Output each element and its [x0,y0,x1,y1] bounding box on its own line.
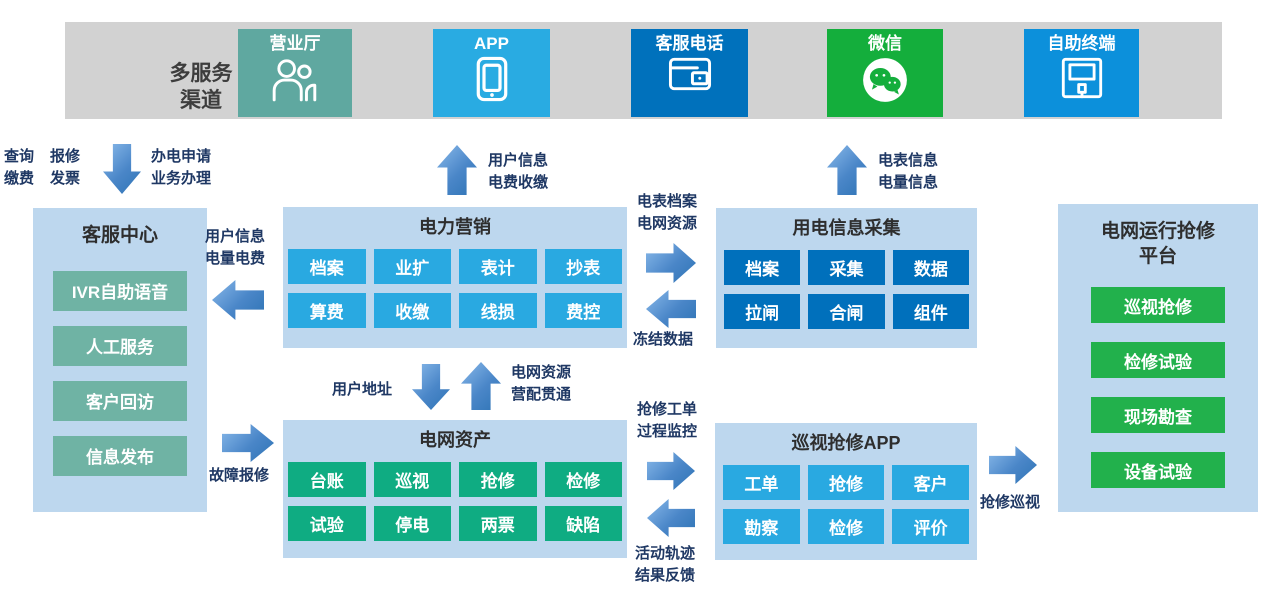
arrow-down-icon [412,364,450,410]
module-chip: 合闸 [808,294,885,330]
module-chip: 设备试验 [1091,452,1225,489]
flow-label-query-pay: 查询 缴费 [4,148,35,187]
module-chip: 算费 [288,293,366,329]
flow-label-repair-patrol: 抢修巡视 [980,494,1041,511]
wallet-icon [668,54,712,97]
panel-title: 巡视抢修APP [791,433,901,453]
arrow-right-icon [989,446,1037,484]
flow-label-user-info-qty: 用户信息 电量电费 [205,228,266,267]
panel-power-marketing: 电力营销 档案 业扩 表计 抄表 算费 收缴 线损 费控 [283,207,627,348]
smartphone-icon [476,54,508,107]
module-chip: 检修 [544,462,622,498]
module-chip: 抢修 [459,462,537,498]
tile-label: APP [474,34,509,53]
panel-info-collection: 用电信息采集 档案 采集 数据 拉闸 合闸 组件 [716,208,977,348]
tile-label: 客服电话 [655,34,724,53]
arrow-right-icon [646,243,696,283]
module-chip: 两票 [459,506,537,542]
module-chip: 台账 [288,462,366,498]
module-chip: 巡视抢修 [1091,287,1225,324]
module-chip: 检修 [807,509,885,545]
arrow-left-icon [647,499,695,537]
module-chip: 表计 [459,249,537,285]
flow-label-grid-resource: 电网资源 营配贯通 [511,364,572,403]
panel-items: 工单 抢修 客户 勘察 检修 评价 [715,465,977,545]
module-chip: 档案 [288,249,366,285]
channel-tile-business-hall: 营业厅 [238,29,352,117]
channel-tile-kiosk: 自助终端 [1024,29,1139,117]
arrow-right-icon [647,452,695,490]
arrow-left-icon [212,280,264,320]
people-icon [270,54,320,107]
panel-patrol-app: 巡视抢修APP 工单 抢修 客户 勘察 检修 评价 [715,423,977,560]
channel-tile-wechat: 微信 [827,29,943,117]
panel-title: 电网运行抢修 平台 [1100,221,1215,267]
tile-label: 自助终端 [1047,34,1116,53]
module-chip: 勘察 [723,509,800,545]
panel-items: IVR自助语音 人工服务 客户回访 信息发布 [33,270,207,476]
module-chip: 费控 [544,293,622,329]
module-chip: 停电 [373,506,451,542]
module-chip: 检修试验 [1091,342,1225,379]
arrow-down-icon [103,144,141,194]
module-chip: 巡视 [373,462,451,498]
module-chip: 收缴 [373,293,451,329]
arrow-up-icon [461,362,501,410]
module-chip: 客户回访 [53,380,187,421]
module-chip: 数据 [892,250,969,286]
channel-bar-title: 多服务 渠道 [169,62,233,112]
panel-items: 台账 巡视 抢修 检修 试验 停电 两票 缺陷 [283,462,627,542]
arrow-left-icon [646,290,696,328]
module-chip: 抢修 [807,465,885,501]
flow-label-apply: 办电申请 业务办理 [151,148,212,187]
panel-title: 电力营销 [419,217,491,237]
module-chip: 线损 [459,293,537,329]
flow-label-meter-info: 电表信息 电量信息 [878,152,939,191]
module-chip: 信息发布 [53,435,187,476]
module-chip: 业扩 [373,249,451,285]
module-chip: 试验 [288,506,366,542]
module-chip: 采集 [808,250,885,286]
flow-label-frozen-data: 冻结数据 [633,331,694,348]
panel-title: 客服中心 [81,225,158,246]
channel-tile-service-phone: 客服电话 [631,29,748,117]
flow-label-user-address: 用户地址 [332,381,393,398]
flow-label-meter-archive: 电表档案 电网资源 [637,193,698,232]
panel-title: 用电信息采集 [792,218,901,238]
module-chip: 档案 [724,250,801,286]
panel-grid-asset: 电网资产 台账 巡视 抢修 检修 试验 停电 两票 缺陷 [283,420,627,558]
flow-label-activity-track: 活动轨迹 结果反馈 [635,545,696,584]
module-chip: 客户 [892,465,969,501]
kiosk-icon [1060,54,1104,105]
arrow-right-icon [222,424,274,462]
panel-items: 巡视抢修 检修试验 现场勘查 设备试验 [1058,287,1258,489]
module-chip: 现场勘查 [1091,397,1225,434]
module-chip: 拉闸 [724,294,801,330]
module-chip: 组件 [892,294,969,330]
panel-items: 档案 业扩 表计 抄表 算费 收缴 线损 费控 [283,249,627,329]
module-chip: 工单 [723,465,800,501]
module-chip: 抄表 [544,249,622,285]
module-chip: IVR自助语音 [53,270,187,311]
arrow-up-icon [437,145,477,195]
tile-label: 营业厅 [269,34,321,53]
channel-tile-app: APP [433,29,550,117]
flow-label-user-info-fee: 用户信息 电费收缴 [488,152,549,191]
panel-repair-platform: 电网运行抢修 平台 巡视抢修 检修试验 现场勘查 设备试验 [1058,204,1258,512]
panel-customer-service: 客服中心 IVR自助语音 人工服务 客户回访 信息发布 [33,208,207,512]
flow-label-repair-order: 抢修工单 过程监控 [637,401,698,440]
flow-label-fault-report: 故障报修 [209,467,270,484]
panel-items: 档案 采集 数据 拉闸 合闸 组件 [716,250,977,330]
flow-label-repair-invoice: 报修 发票 [50,148,81,187]
module-chip: 人工服务 [53,325,187,366]
module-chip: 评价 [892,509,969,545]
wechat-icon [861,54,909,109]
module-chip: 缺陷 [544,506,622,542]
tile-label: 微信 [868,34,902,53]
arrow-up-icon [827,145,867,195]
panel-title: 电网资产 [419,430,491,450]
